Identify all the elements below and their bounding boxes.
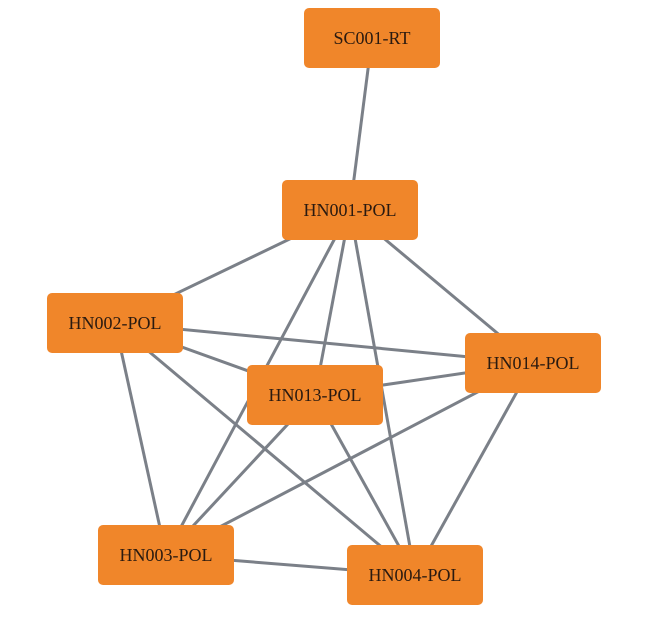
node-hn014-pol: HN014-POL [465,333,601,393]
edge-hn001-pol-hn013-pol [313,209,352,396]
node-hn013-pol: HN013-POL [247,365,383,425]
edge-hn002-pol-hn003-pol [113,322,168,556]
node-hn001-pol: HN001-POL [282,180,418,240]
edge-hn002-pol-hn014-pol [114,321,534,365]
node-hn002-pol: HN002-POL [47,293,183,353]
edge-hn014-pol-hn004-pol [413,362,535,576]
node-hn003-pol: HN003-POL [98,525,234,585]
edge-hn014-pol-hn003-pol [165,361,534,557]
node-sc001-rt: SC001-RT [304,8,440,68]
node-hn004-pol: HN004-POL [347,545,483,605]
